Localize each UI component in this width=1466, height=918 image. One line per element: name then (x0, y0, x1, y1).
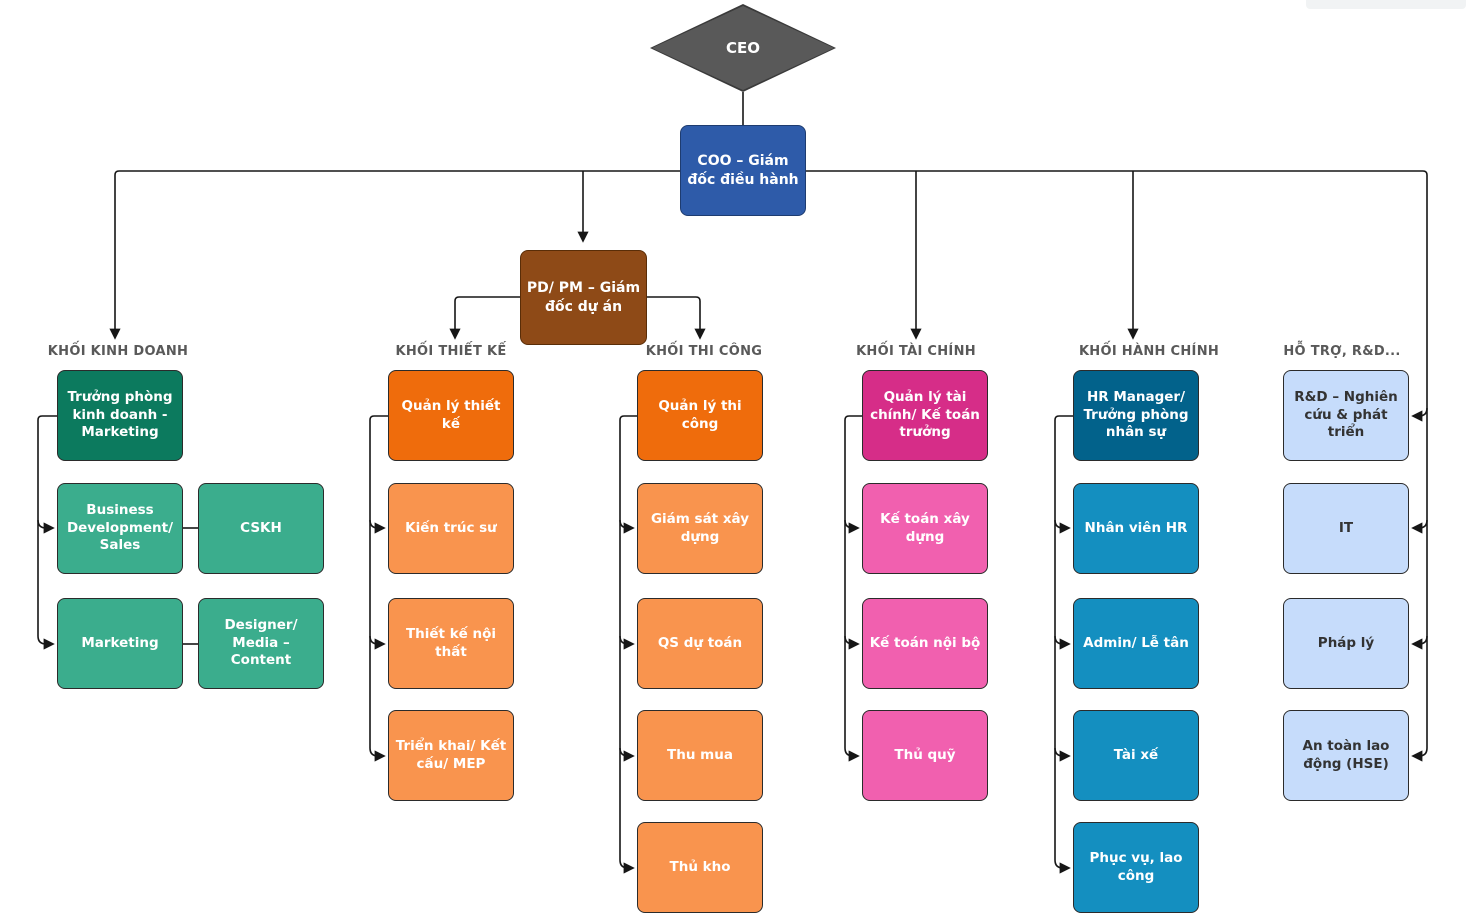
box-thu-kho: Thủ kho (637, 822, 763, 913)
header-kinh-doanh: KHỐI KINH DOANH (47, 344, 189, 359)
box-ke-toan-noi-bo: Kế toán nội bộ (862, 598, 988, 689)
wire-col4-elbow (844, 415, 862, 762)
box-admin-le-tan: Admin/ Lễ tân (1073, 598, 1199, 689)
wire-col4-stub-2 (844, 635, 860, 650)
wire-col1-stub (37, 519, 55, 534)
box-quan-ly-thiet-ke: Quản lý thiết kế (388, 370, 514, 461)
box-designer-media-content: Designer/ Media – Content (198, 598, 324, 689)
header-hanh-chinh: KHỐI HÀNH CHÍNH (1078, 344, 1220, 359)
header-thi-cong: KHỐI THI CÔNG (645, 344, 763, 359)
wire-col1-elbow (37, 415, 57, 650)
wire-col2-stub-1 (369, 519, 386, 534)
box-ke-toan-xay-dung: Kế toán xây dựng (862, 483, 988, 574)
box-phap-ly: Pháp lý (1283, 598, 1409, 689)
wire-col3-stub-2 (619, 635, 635, 650)
pm-node: PD/ PM – Giám đốc dự án (520, 250, 647, 345)
wire-col5-stub-2 (1054, 635, 1071, 650)
wire-col5-stub-1 (1054, 519, 1071, 534)
box-business-development: Business Development/ Sales (57, 483, 183, 574)
box-marketing: Marketing (57, 598, 183, 689)
window-edge-artifact (1306, 0, 1466, 9)
box-phuc-vu-lao-cong: Phục vụ, lao công (1073, 822, 1199, 913)
box-kien-truc-su: Kiến trúc sư (388, 483, 514, 574)
wire-col3-stub-1 (619, 519, 635, 534)
box-nhan-vien-hr: Nhân viên HR (1073, 483, 1199, 574)
box-rd-nghien-cuu: R&D – Nghiên cứu & phát triển (1283, 370, 1409, 461)
box-tai-xe: Tài xế (1073, 710, 1199, 801)
wire-hotro-hook-3 (1411, 635, 1428, 650)
header-thiet-ke: KHỐI THIẾT KẾ (395, 344, 507, 359)
header-ho-tro-rd: HỖ TRỢ, R&D... (1283, 344, 1401, 359)
wire-col4-stub-1 (844, 519, 860, 534)
wire-hotro-hook-1 (1411, 407, 1428, 422)
box-hr-manager: HR Manager/ Trưởng phòng nhân sự (1073, 370, 1199, 461)
ceo-label: CEO (725, 39, 760, 57)
box-truong-phong-kinh-doanh: Trưởng phòng kinh doanh - Marketing (57, 370, 183, 461)
wire-pm-to-thi-cong (647, 296, 706, 340)
box-it: IT (1283, 483, 1409, 574)
wire-col2-stub-2 (369, 635, 386, 650)
wire-col2-elbow (369, 415, 388, 762)
wire-col5-stub-3 (1054, 747, 1071, 762)
wire-coo-to-kinh-doanh (109, 170, 680, 340)
box-thu-mua: Thu mua (637, 710, 763, 801)
box-thu-quy: Thủ quỹ (862, 710, 988, 801)
box-thiet-ke-noi-that: Thiết kế nội thất (388, 598, 514, 689)
box-cskh: CSKH (198, 483, 324, 574)
wire-hotro-hook-2 (1411, 519, 1428, 534)
header-tai-chinh: KHỐI TÀI CHÍNH (856, 344, 976, 359)
box-quan-ly-thi-cong: Quản lý thi công (637, 370, 763, 461)
box-quan-ly-tai-chinh: Quản lý tài chính/ Kế toán trưởng (862, 370, 988, 461)
wire-coo-to-hotro-spine (806, 170, 1428, 762)
wire-col3-stub-3 (619, 747, 635, 762)
box-an-toan-lao-dong: An toàn lao động (HSE) (1283, 710, 1409, 801)
box-giam-sat-xay-dung: Giám sát xây dựng (637, 483, 763, 574)
box-qs-du-toan: QS dự toán (637, 598, 763, 689)
wire-pm-to-thiet-ke (449, 296, 520, 340)
box-trien-khai-ket-cau: Triển khai/ Kết cấu/ MEP (388, 710, 514, 801)
coo-node: COO – Giám đốc điều hành (680, 125, 806, 216)
